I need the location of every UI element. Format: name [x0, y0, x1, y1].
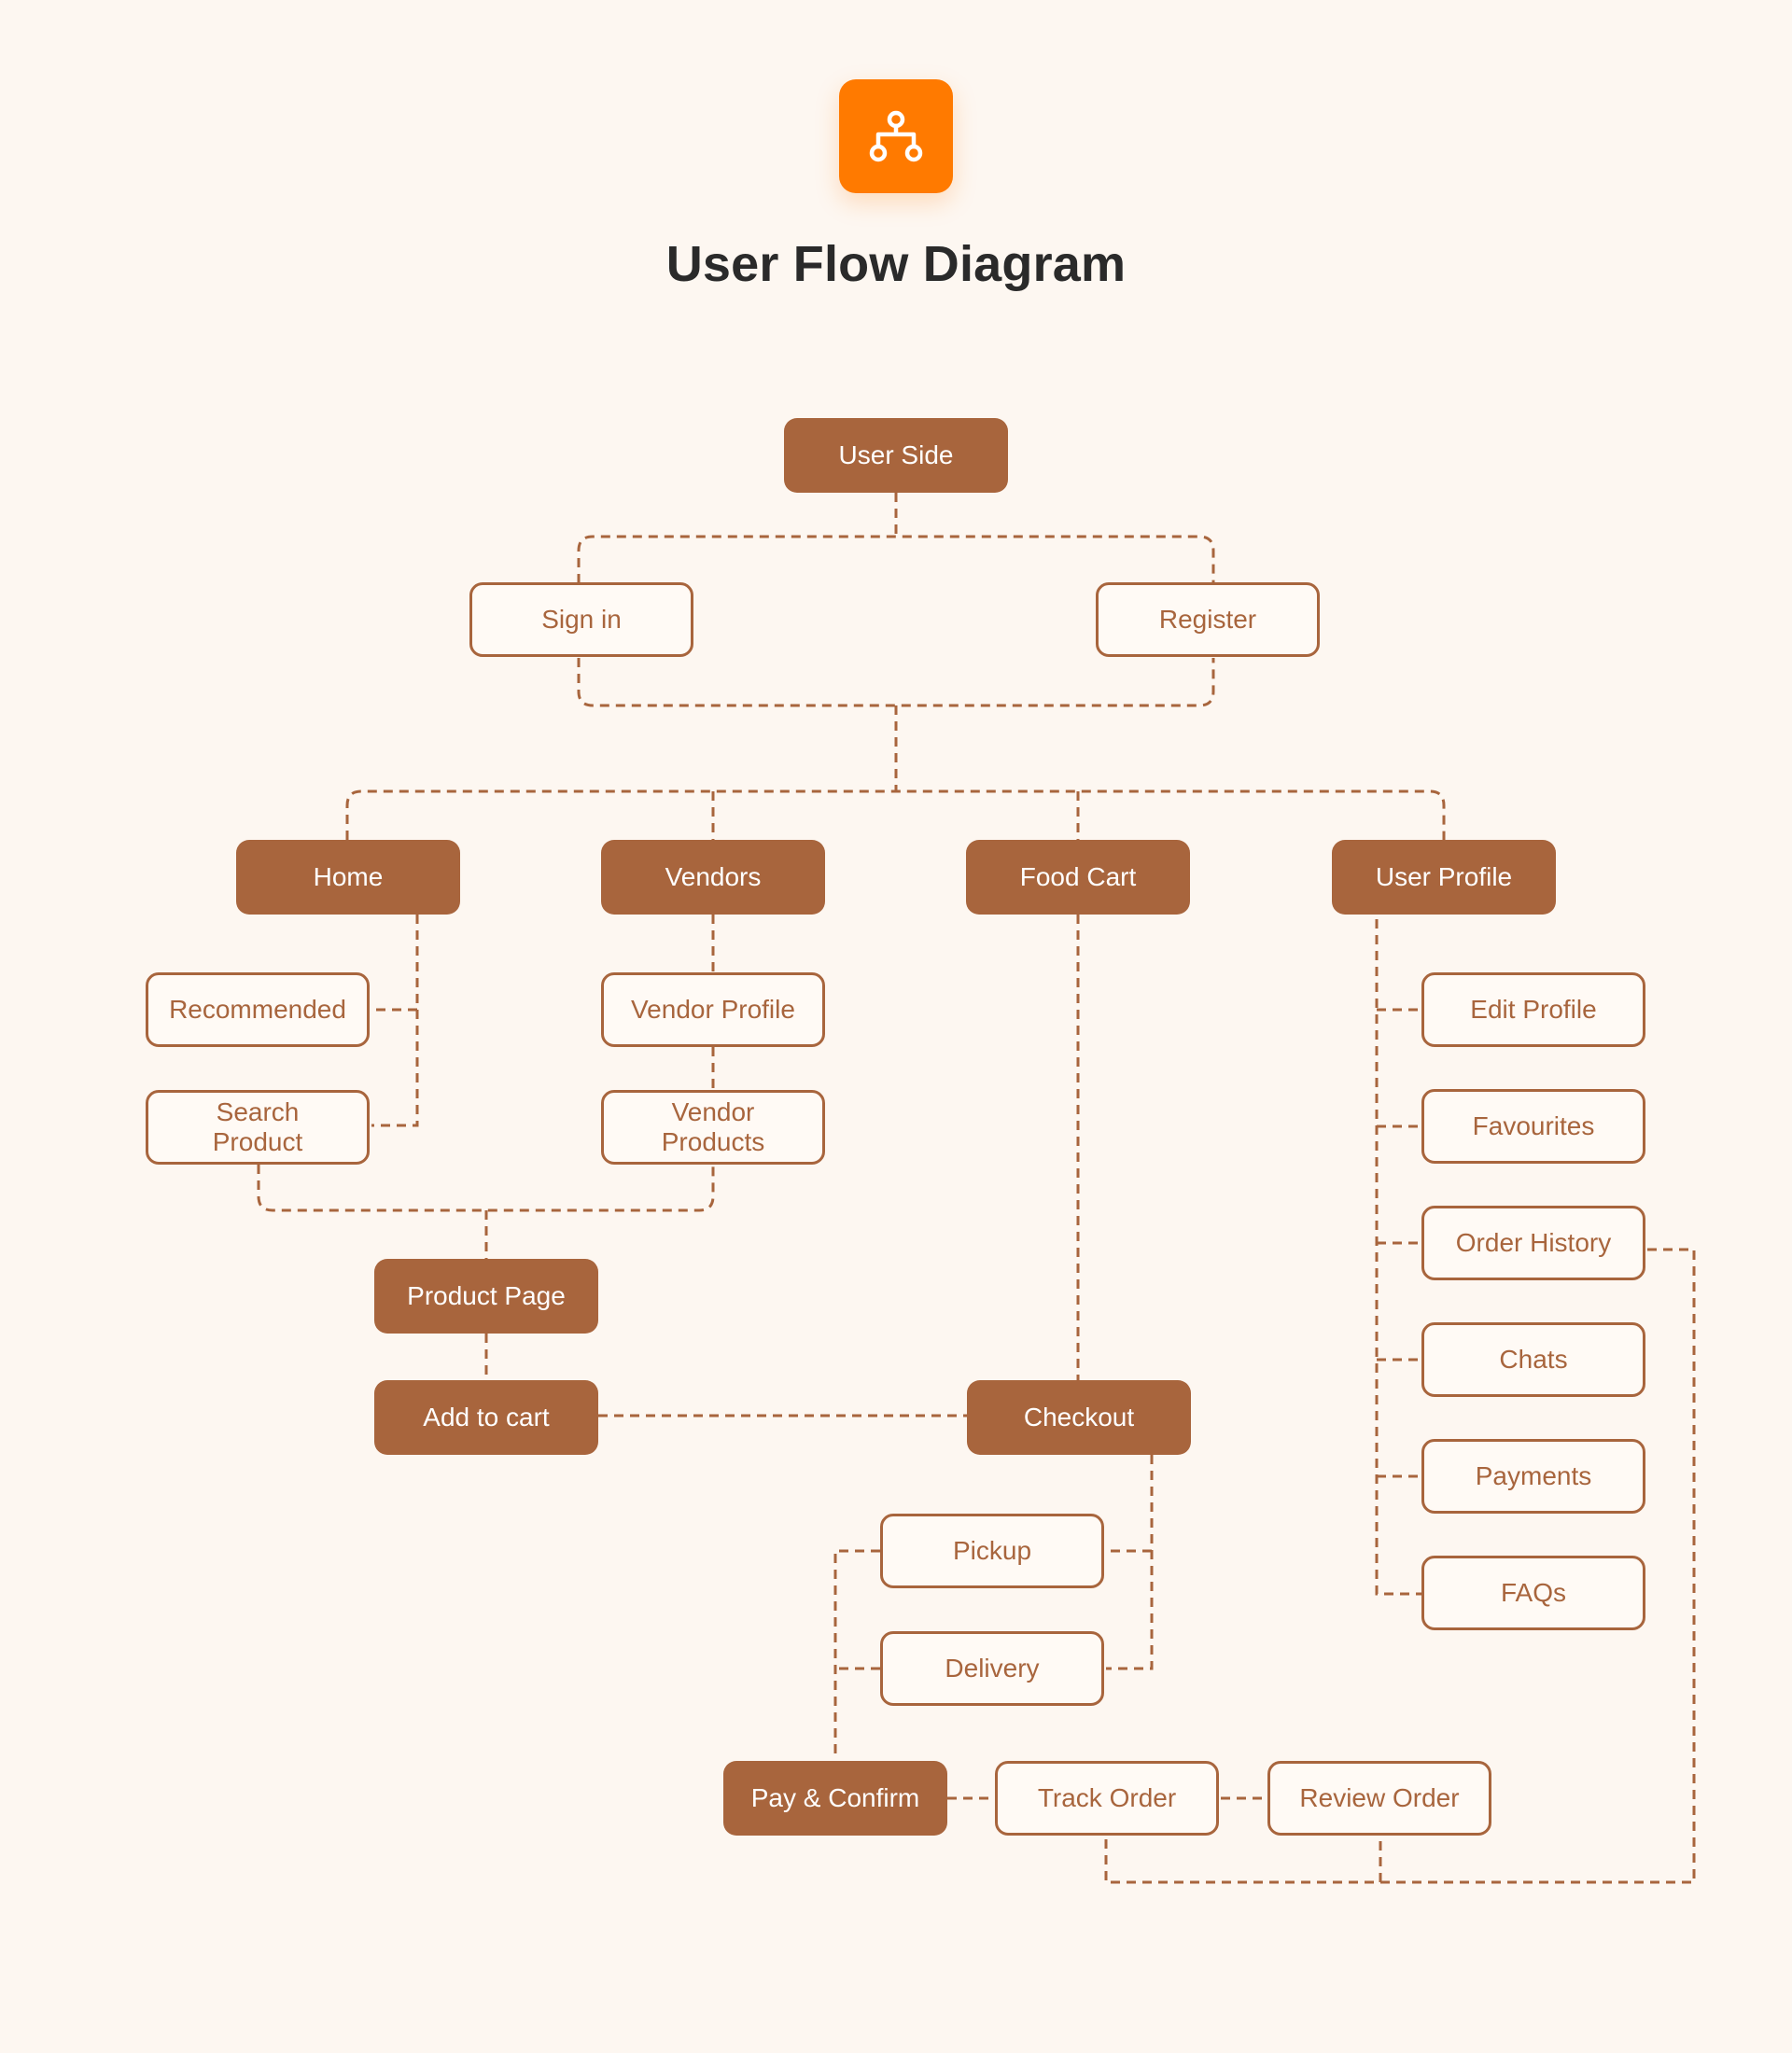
food-cart-node[interactable]: Food Cart: [966, 840, 1190, 915]
pay-confirm-node[interactable]: Pay & Confirm: [723, 1761, 947, 1836]
app-logo: [839, 79, 953, 193]
add-to-cart-node[interactable]: Add to cart: [374, 1380, 598, 1455]
pickup-node[interactable]: Pickup: [880, 1514, 1104, 1588]
search-product-label: Search Product: [212, 1097, 303, 1156]
track-order-node[interactable]: Track Order: [995, 1761, 1219, 1836]
user-side-node[interactable]: User Side: [784, 418, 1008, 493]
register-node[interactable]: Register: [1096, 582, 1320, 657]
search-product-node[interactable]: Search Product: [146, 1090, 370, 1165]
product-page-node[interactable]: Product Page: [374, 1259, 598, 1334]
sitemap-icon: [869, 110, 923, 162]
chats-node[interactable]: Chats: [1421, 1322, 1645, 1397]
vendor-products-node[interactable]: Vendor Products: [601, 1090, 825, 1165]
payments-node[interactable]: Payments: [1421, 1439, 1645, 1514]
user-profile-node[interactable]: User Profile: [1332, 840, 1556, 915]
page-title: User Flow Diagram: [665, 236, 1127, 292]
review-order-node[interactable]: Review Order: [1267, 1761, 1491, 1836]
vendor-products-label: Vendor Products: [661, 1097, 765, 1156]
edit-profile-node[interactable]: Edit Profile: [1421, 972, 1645, 1047]
checkout-node[interactable]: Checkout: [967, 1380, 1191, 1455]
delivery-node[interactable]: Delivery: [880, 1631, 1104, 1706]
home-node[interactable]: Home: [236, 840, 460, 915]
recommended-node[interactable]: Recommended: [146, 972, 370, 1047]
vendors-node[interactable]: Vendors: [601, 840, 825, 915]
sign-in-node[interactable]: Sign in: [469, 582, 693, 657]
faqs-node[interactable]: FAQs: [1421, 1556, 1645, 1630]
favourites-node[interactable]: Favourites: [1421, 1089, 1645, 1164]
order-history-node[interactable]: Order History: [1421, 1206, 1645, 1280]
vendor-profile-node[interactable]: Vendor Profile: [601, 972, 825, 1047]
